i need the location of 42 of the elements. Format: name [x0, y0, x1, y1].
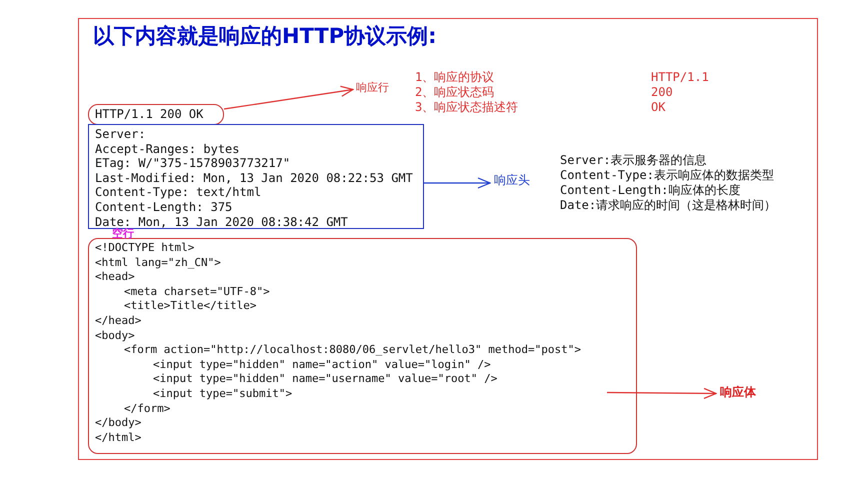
blank-line-label: 空行 — [112, 227, 134, 241]
header-line: Date: Mon, 13 Jan 2020 08:38:42 GMT — [95, 214, 348, 229]
code-line: <title>Title</title> — [124, 299, 256, 314]
code-line: </head> — [95, 314, 142, 329]
code-line: </html> — [95, 430, 142, 446]
code-line: <body> — [95, 328, 135, 344]
code-line: <head> — [95, 270, 135, 285]
callout-label: 响应行 — [356, 80, 389, 95]
header-line: Server: — [95, 127, 146, 142]
code-line: </body> — [95, 416, 142, 431]
value-label: OK — [651, 100, 666, 114]
value-label: HTTP/1.1 — [651, 70, 709, 84]
code-line: <meta charset="UTF-8"> — [124, 284, 270, 300]
code-line: <input type="hidden" name="action" value="login" /> — [153, 358, 491, 372]
title: 以下内容就是响应的HTTP协议示例: — [93, 23, 436, 50]
item-label: 1、响应的协议 — [415, 70, 494, 84]
code-line: <input type="submit"> — [153, 386, 292, 402]
item-label: 2、响应状态码 — [415, 85, 494, 99]
header-line: ETag: W/"375-1578903773217" — [95, 156, 290, 171]
header-line: Accept-Ranges: bytes — [95, 142, 240, 156]
code-line: <form action="http://localhost:8080/06_servlet/hello3" method="post"> — [124, 343, 581, 358]
note-line: Content-Length:响应体的长度 — [560, 183, 740, 197]
item-label: 3、响应状态描述符 — [415, 100, 518, 114]
status-line: HTTP/1.1 200 OK — [95, 107, 204, 122]
callout-label: 响应头 — [494, 172, 530, 189]
arrow — [607, 388, 717, 399]
header-line: Content-Type: text/html — [95, 185, 262, 200]
body-box — [88, 238, 637, 454]
code-line: <html lang="zh_CN"> — [95, 256, 221, 270]
arrow — [424, 177, 491, 189]
status-line-box — [88, 104, 224, 125]
note-line: Date:请求响应的时间（这是格林时间） — [560, 198, 776, 212]
note-line: Server:表示服务器的信息 — [560, 153, 707, 167]
note-line: Content-Type:表示响应体的数据类型 — [560, 168, 774, 182]
callout-label: 响应体 — [720, 384, 756, 401]
code-line: <!DOCTYPE html> — [95, 241, 194, 256]
code-line: <input type="hidden" name="username" value="root" /> — [153, 372, 498, 387]
arrow — [224, 86, 354, 110]
header-line: Content-Length: 375 — [95, 200, 232, 215]
code-line: </form> — [124, 402, 170, 416]
value-label: 200 — [651, 85, 673, 99]
header-line: Last-Modified: Mon, 13 Jan 2020 08:22:53 GMT — [95, 170, 413, 186]
